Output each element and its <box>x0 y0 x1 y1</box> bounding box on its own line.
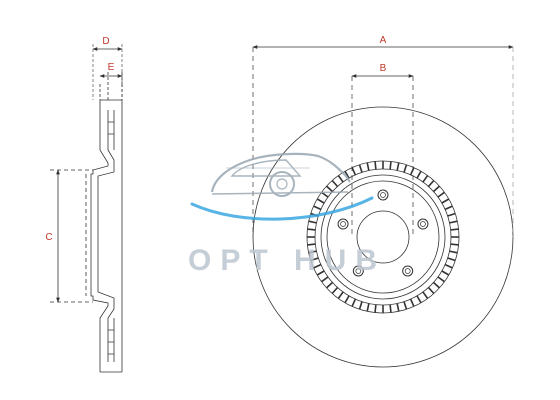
vent-slot <box>337 175 344 183</box>
watermark-swoosh <box>190 196 374 221</box>
hat-outer-circle <box>320 174 446 300</box>
vent-slot <box>432 281 441 289</box>
vent-slot <box>366 162 370 171</box>
bolt-hole-inner <box>380 192 386 198</box>
vent-ring-inner-circle <box>314 168 452 306</box>
vent-slot <box>366 303 370 312</box>
vent-slot <box>337 291 344 299</box>
vent-slot <box>441 270 450 276</box>
watermark-text: OPT HUB <box>188 244 386 277</box>
vent-slot <box>313 205 322 211</box>
dimension-label-e: E <box>108 62 115 73</box>
vent-slot <box>331 286 339 295</box>
vent-slot <box>374 304 377 313</box>
dimension-c: C <box>45 169 60 303</box>
vent-slot <box>432 185 441 193</box>
vent-slot <box>409 167 415 176</box>
disc-ring-cap-lines <box>100 99 122 373</box>
dimension-label-b: B <box>380 63 387 74</box>
vent-slot <box>325 281 334 289</box>
vent-slot <box>447 257 456 262</box>
vent-slot <box>325 185 334 193</box>
bolt-hole <box>352 265 364 277</box>
vent-slot <box>313 263 322 269</box>
vent-slot <box>321 276 329 283</box>
dimension-label-a: A <box>380 35 387 46</box>
vent-slot <box>427 179 435 188</box>
disc-outer-circle <box>252 106 514 368</box>
vent-slot <box>307 228 316 231</box>
dimension-label-d: D <box>102 36 109 47</box>
bolt-hole-inner <box>340 221 346 227</box>
bolt-hole <box>337 218 349 230</box>
vent-slot <box>427 286 435 295</box>
vent-slot <box>310 257 319 262</box>
dimension-d: D <box>92 36 123 100</box>
vent-slot <box>449 220 458 224</box>
vent-slot <box>437 276 445 283</box>
vent-slot <box>403 164 408 173</box>
vent-slot <box>416 295 422 304</box>
vent-slot <box>316 270 325 276</box>
vent-slot <box>344 170 350 179</box>
vent-slot <box>351 298 357 307</box>
bolt-hole <box>377 189 389 201</box>
bolt-hole-inner <box>420 221 426 227</box>
bolt-hole-inner <box>404 268 411 274</box>
vent-slot <box>358 164 363 173</box>
vent-slot <box>444 205 453 211</box>
vent-slot <box>422 175 429 183</box>
bolt-hole <box>402 265 414 277</box>
vent-slot <box>389 161 392 170</box>
bolt-hole-inner <box>355 268 362 274</box>
disc-inner-profile-line <box>97 110 115 362</box>
vent-slot <box>308 250 317 254</box>
vent-slot <box>316 198 325 204</box>
bolt-hole <box>417 218 429 230</box>
disc-hat-profile <box>90 100 109 372</box>
vent-slot <box>389 304 392 313</box>
dimension-a: A <box>252 35 514 237</box>
opt-hub-watermark: OPT HUB <box>188 152 386 277</box>
extension-lines-c <box>50 169 93 303</box>
vent-slot <box>447 212 456 217</box>
center-bore-circle <box>356 210 410 264</box>
vent-slot <box>307 243 316 246</box>
vent-slot <box>422 291 429 299</box>
dimension-label-c: C <box>45 232 52 243</box>
vent-slot <box>437 191 445 198</box>
disc-front-view <box>252 106 514 368</box>
hat-inner-circle <box>326 180 440 294</box>
vent-slot <box>396 303 400 312</box>
vent-slot <box>351 167 357 176</box>
vent-slot <box>344 295 350 304</box>
vent-slot <box>358 301 363 310</box>
vent-slot <box>308 220 317 224</box>
vent-slot <box>409 298 415 307</box>
vent-ring-outer-circle <box>306 160 460 314</box>
vent-slot <box>403 301 408 310</box>
bolt-holes <box>337 189 429 277</box>
vent-slots <box>307 161 459 313</box>
vent-vane-hatches <box>108 121 114 355</box>
vent-slot <box>396 162 400 171</box>
vent-slot <box>450 243 459 246</box>
vent-slot <box>374 161 377 170</box>
vent-slot <box>416 170 422 179</box>
vent-slot <box>449 250 458 254</box>
dimension-e: E <box>99 62 123 78</box>
disc-side-section-view <box>50 72 123 373</box>
car-logo-icon <box>210 152 351 197</box>
vent-slot <box>331 179 339 188</box>
dimension-b: B <box>351 63 414 237</box>
vent-slot <box>441 198 450 204</box>
vent-slot <box>444 263 453 269</box>
vent-slot <box>450 228 459 231</box>
